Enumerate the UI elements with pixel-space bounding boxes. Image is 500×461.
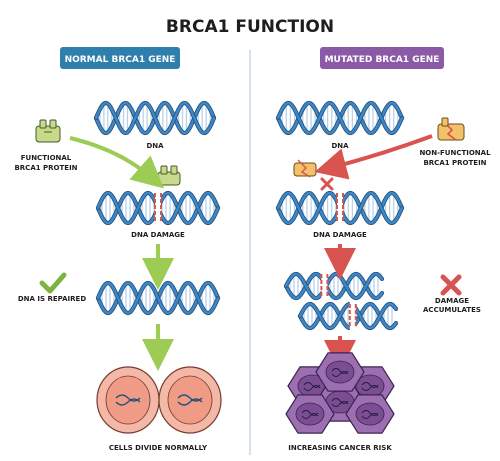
functional-protein-icon [35,119,61,143]
damaged-dna-helix [297,301,399,331]
dna-helix [275,100,405,136]
check-icon [39,272,67,294]
x-icon [320,177,334,191]
damage-accumulates-label-1: DAMAGE [435,297,469,305]
arrow [314,134,433,180]
x-icon [440,274,462,296]
damaged-dna-helix [283,271,385,301]
broken-protein-icon [437,117,465,141]
cancer-cell-cluster [285,352,395,434]
dna-repaired-label: DNA IS REPAIRED [18,295,86,303]
broken-protein-icon [293,159,317,178]
cancer-cell [345,394,395,434]
repaired-dna-helix [95,280,221,316]
cancer-cell [285,394,335,434]
nonfunctional-protein-label-1: NON-FUNCTIONAL [419,149,491,157]
cancer-risk-label: INCREASING CANCER RISK [288,444,392,452]
normal-header-badge [60,47,180,69]
damaged-dna-helix [275,190,405,226]
cells-normal-label: CELLS DIVIDE NORMALLY [109,444,208,452]
functional-protein-label-1: FUNCTIONAL [21,154,72,162]
dna-damage-label: DNA DAMAGE [313,231,367,239]
mutated-header-badge [320,47,444,69]
nonfunctional-protein-label-2: BRCA1 PROTEIN [423,159,486,167]
cancer-cell [315,352,365,392]
damage-accumulates-label-2: ACCUMULATES [423,306,481,314]
dna-helix [93,100,217,136]
dna-damage-label: DNA DAMAGE [131,231,185,239]
normal-cell [158,366,222,434]
functional-protein-label-2: BRCA1 PROTEIN [14,164,77,172]
arrow [69,136,165,189]
damaged-dna-helix [95,190,221,226]
normal-header: NORMAL BRCA1 GENE [65,55,176,65]
functional-protein-icon [157,165,181,186]
normal-cell [96,366,160,434]
dna-label: DNA [146,142,164,150]
mutated-header: MUTATED BRCA1 GENE [325,55,440,65]
dna-label: DNA [331,142,349,150]
diagram-title: BRCA1 FUNCTION [166,17,334,37]
